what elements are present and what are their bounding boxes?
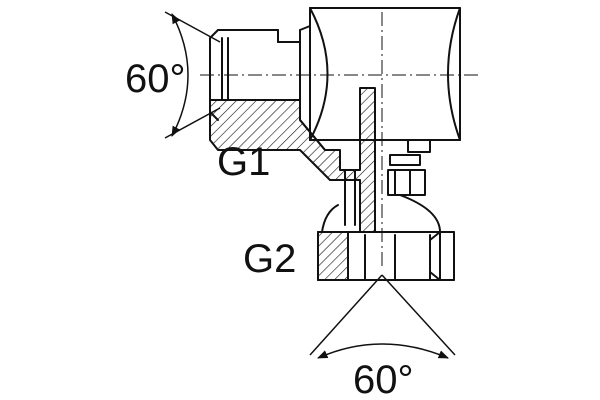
- angle-label-bottom: 60°: [353, 358, 414, 400]
- swivel-body: [321, 139, 441, 233]
- angle-dimension-bottom: [309, 274, 456, 359]
- section-hatch: [209, 87, 376, 236]
- thread-label-g1: G1: [217, 140, 270, 184]
- thread-label-g2: G2: [243, 237, 296, 281]
- elbow-body: [309, 7, 461, 141]
- angle-dimension-top: [164, 11, 221, 139]
- swivel-nut-g2: [317, 231, 455, 281]
- angle-label-top: 60°: [125, 57, 186, 101]
